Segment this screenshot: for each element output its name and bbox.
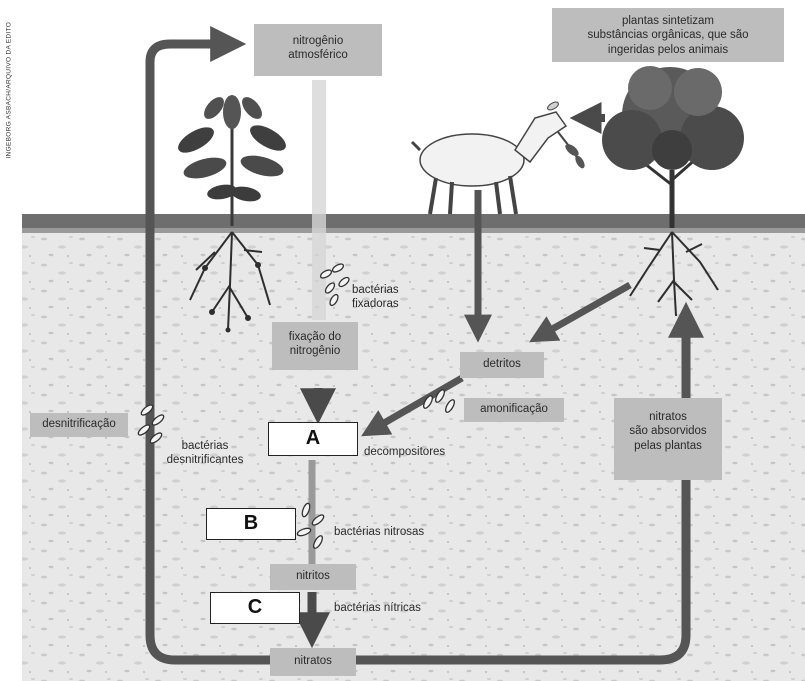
ammonification-label: amonificação xyxy=(464,398,564,422)
nitrites-label: nitritos xyxy=(270,564,356,590)
plants-synthesize-label: plantas sintetizam substâncias orgânicas… xyxy=(552,8,784,62)
decomposers-label: decompositores xyxy=(364,446,474,460)
answer-box-a[interactable]: A xyxy=(268,422,358,456)
answer-box-c[interactable]: C xyxy=(210,592,300,624)
denitrifying-bacteria-label: bactérias desnitrificantes xyxy=(150,440,260,468)
goat-illustration xyxy=(412,100,587,214)
nitrate-bacteria-label: bactérias nítricas xyxy=(334,602,454,616)
fixing-bacteria-label: bactérias fixadoras xyxy=(352,284,422,312)
nitrates-absorbed-label: nitratos são absorvidos pelas plantas xyxy=(614,398,722,480)
nitrates-label: nitratos xyxy=(270,648,356,676)
photo-credit: INGEBORG ASBACH/ARQUIVO DA EDITO xyxy=(6,9,13,159)
atmospheric-nitrogen-label: nitrogênio atmosférico xyxy=(254,24,382,76)
ground-surface xyxy=(22,214,805,230)
detritus-label: detritos xyxy=(460,352,544,378)
nitrogen-fixation-label: fixação do nitrogênio xyxy=(272,322,358,370)
fixation-column xyxy=(312,80,326,320)
denitrification-label: desnitrificação xyxy=(30,413,128,437)
nitrite-bacteria-label: bactérias nitrosas xyxy=(334,526,454,540)
answer-box-b[interactable]: B xyxy=(206,508,296,540)
